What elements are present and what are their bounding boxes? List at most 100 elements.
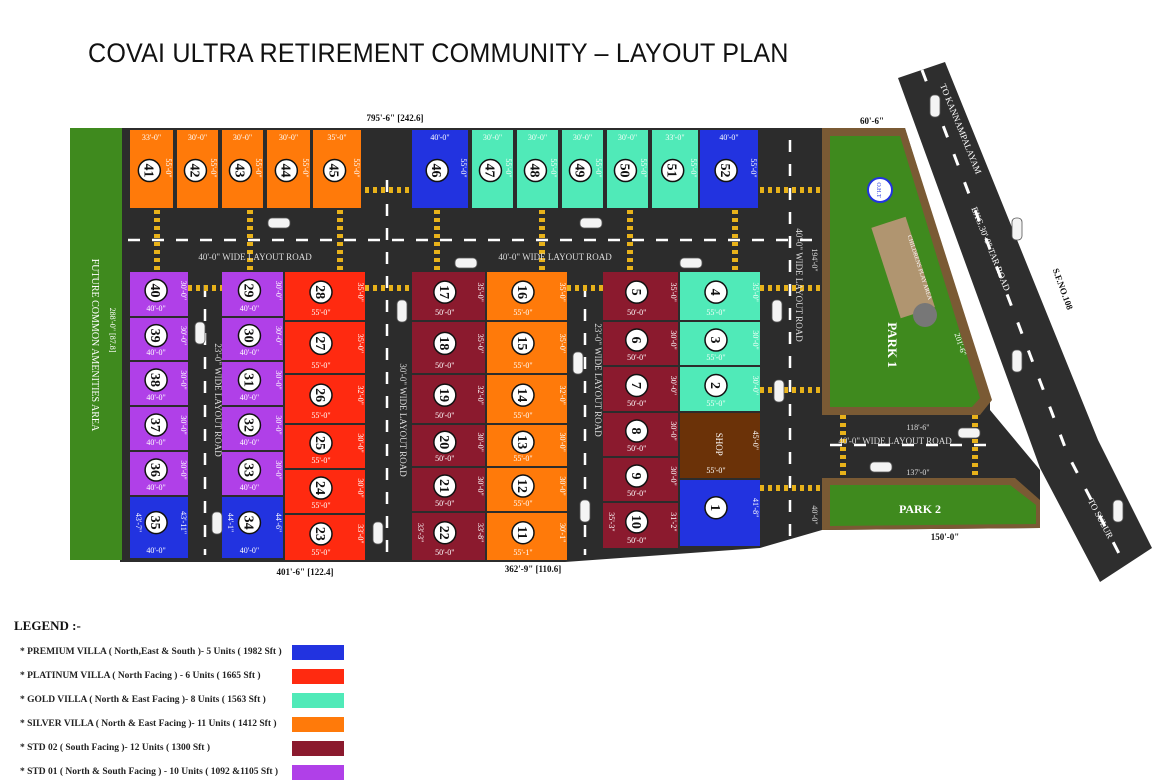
plot-depth: 30'-0" (476, 476, 485, 495)
plot-8[interactable]: 850'-0"30'-0" (603, 413, 678, 456)
plot-number-badge (704, 373, 728, 398)
plot-number: 45 (326, 164, 341, 178)
plot-number: 35 (147, 516, 162, 530)
plot-width: 40'-0" (146, 304, 165, 313)
legend-item: * PREMIUM VILLA ( North,East & South )- … (20, 640, 344, 664)
plot-width: 55'-0" (311, 548, 330, 557)
legend-item: * PLATINUM VILLA ( North Facing ) - 6 Un… (20, 664, 344, 688)
plot-number: 24 (312, 481, 327, 495)
plot-number-badge (704, 328, 728, 352)
plot-depth: 30'-0" (751, 330, 760, 349)
plot-depth: 44'-6" (274, 513, 283, 532)
plot-9[interactable]: 950'-0"30'-0" (603, 458, 678, 501)
car-icon (929, 94, 941, 118)
plot-depth: 30'-0" (179, 281, 188, 300)
plot-40[interactable]: 40 40'-0" 30'-0" (130, 272, 188, 316)
plot-number: 25 (312, 436, 327, 450)
bottom-dimension-left: 401'-6" [122.4] (277, 567, 334, 577)
road-label: 23'-0" WIDE LAYOUT ROAD (213, 343, 223, 457)
plot-number: 36 (147, 463, 162, 477)
car-icon (579, 217, 603, 229)
plot-number: 49 (571, 164, 586, 178)
park-1-label: PARK 1 (885, 322, 900, 368)
plot-depth: 35'-0" (558, 334, 567, 353)
plot-width: 55'-0" (513, 499, 532, 508)
plot-number-badge (704, 495, 728, 520)
legend-label: * SILVER VILLA ( North & East Facing )- … (20, 719, 277, 729)
future-amenities-area (70, 128, 122, 560)
plot-number-badge (625, 510, 649, 534)
plot-depth: 30'-0" (669, 330, 678, 349)
car-icon (211, 511, 223, 535)
plot-number-badge (625, 373, 649, 398)
legend-swatch (292, 644, 344, 660)
plot-6[interactable]: 650'-0"30'-0" (603, 322, 678, 365)
plot-depth: 55'-0" (549, 158, 558, 177)
plot-width: 50'-0" (627, 308, 646, 317)
plot-width: 40'-0" (146, 393, 165, 402)
plot-4[interactable]: 455'-0"35'-0" (680, 272, 760, 320)
plot-depth: 55'-0" (352, 158, 361, 177)
plot-number: 40 (147, 283, 162, 297)
plot-depth: 30'-0" (356, 433, 365, 452)
plot-width: 55'-1" (513, 548, 532, 557)
plot-number: 7 (628, 382, 643, 389)
plot-width: 30'-0" (279, 133, 298, 142)
plot-5[interactable]: 550'-0"35'-0" (603, 272, 678, 320)
plot-7[interactable]: 750'-0"30'-0" (603, 367, 678, 411)
plot-width: 50'-0" (435, 454, 454, 463)
car-icon (773, 379, 785, 403)
plot-3[interactable]: 355'-0"30'-0" (680, 322, 760, 365)
plot-depth: 32'-0" (476, 385, 485, 404)
plot-number-badge (137, 158, 162, 183)
plot-2[interactable]: 255'-0"30'-0" (680, 367, 760, 411)
road-label: 23'-0" WIDE LAYOUT ROAD (593, 323, 603, 437)
legend-item: * GOLD VILLA ( North & East Facing )- 8 … (20, 688, 344, 712)
plot-depth: 33'-8" (476, 523, 485, 542)
